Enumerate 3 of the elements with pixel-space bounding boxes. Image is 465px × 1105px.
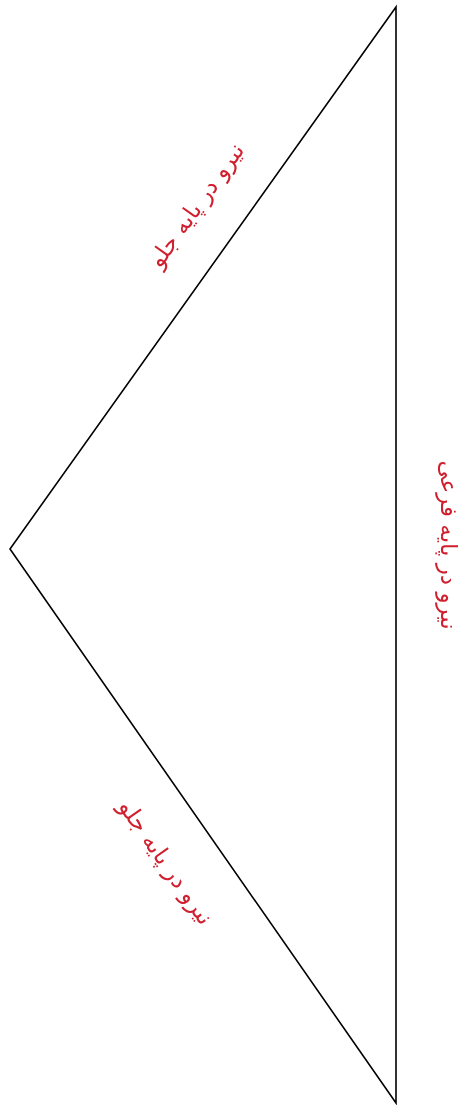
force-label: نیرو در پایه جلو [143,137,250,273]
force-label: نیرو در پایه فرعی [435,460,462,630]
force-label: نیرو در پایه جلو [113,794,219,930]
